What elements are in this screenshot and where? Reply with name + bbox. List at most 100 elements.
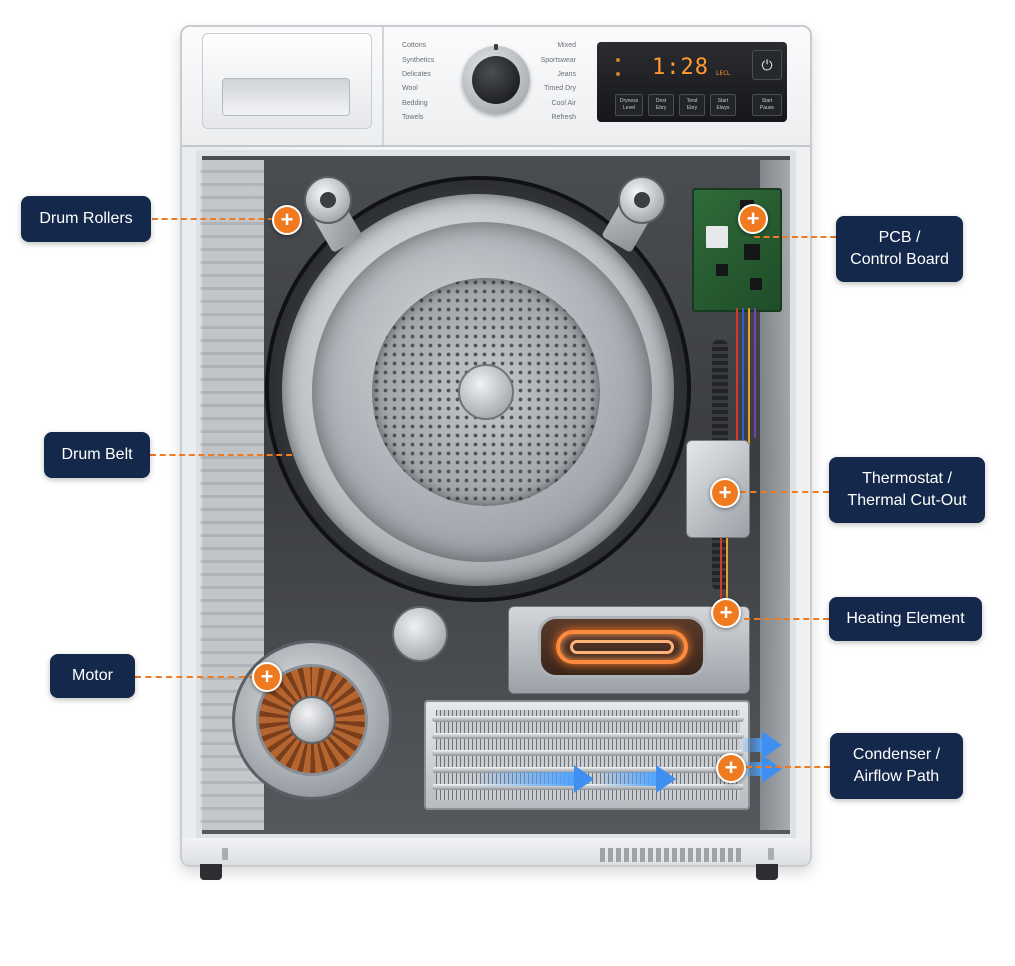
program-label-right: Timed Dry: [543, 85, 576, 92]
drum-belt: [265, 176, 691, 602]
airflow-arrow: [740, 738, 764, 752]
program-label-right: Refresh: [551, 114, 576, 121]
button-line: Level: [623, 105, 635, 111]
condenser-tube: [432, 750, 744, 756]
leader-line: [744, 618, 829, 620]
airflow-arrow-head: [656, 765, 676, 793]
dryness-level-button[interactable]: Dryness Level: [615, 94, 643, 116]
motor-shaft: [288, 696, 336, 744]
button-line: Elwys: [716, 105, 730, 111]
button-line: Dest: [655, 98, 667, 104]
power-button[interactable]: ⏻: [752, 50, 782, 80]
airflow-arrow: [476, 772, 576, 786]
airflow-arrow: [596, 772, 658, 786]
button-line: Ebry: [655, 105, 667, 111]
airflow-arrow-head: [762, 755, 782, 783]
wire: [742, 308, 744, 448]
panel-button-4[interactable]: Start Elwys: [710, 94, 736, 116]
condenser-tube: [432, 716, 744, 722]
start-pause-button[interactable]: Start Pause: [752, 94, 782, 116]
condenser-tube: [432, 733, 744, 739]
label-text: Control Board: [850, 251, 949, 268]
label-thermostat: Thermostat / Thermal Cut-Out: [829, 457, 985, 523]
label-condenser: Condenser / Airflow Path: [830, 733, 963, 799]
panel-button-3[interactable]: Tend Ebry: [679, 94, 705, 116]
leader-line: [754, 236, 836, 238]
leader-line: [150, 454, 292, 456]
program-label-left: Synthetics: [402, 57, 435, 64]
wire: [736, 308, 738, 458]
program-label-right: Jeans: [557, 71, 576, 78]
program-label-right: Mixed: [557, 42, 576, 49]
panel-divider: [382, 27, 384, 145]
label-text: Thermostat /: [862, 470, 952, 487]
drum-hub: [458, 364, 514, 420]
label-text: PCB /: [878, 229, 921, 246]
pcb-chip: [716, 264, 728, 276]
panel-button-2[interactable]: Dest Ebry: [648, 94, 674, 116]
pcb-chip: [706, 226, 728, 248]
display-status-text: LECL: [716, 70, 731, 77]
label-text: Heating Element: [846, 610, 965, 627]
label-text: Condenser /: [852, 746, 941, 763]
button-line: Tend: [686, 98, 698, 104]
plus-marker-thermostat[interactable]: +: [710, 478, 740, 508]
pcb-chip: [750, 278, 762, 290]
plus-marker-motor[interactable]: +: [252, 662, 282, 692]
control-board: [692, 188, 782, 312]
display-indicator-dot: [616, 72, 620, 76]
program-label-left: Bedding: [402, 100, 428, 107]
leader-line: [746, 766, 830, 768]
idler-pulley: [392, 606, 448, 662]
program-label-left: Wool: [402, 85, 418, 92]
wire: [726, 536, 728, 606]
wire: [748, 308, 750, 468]
button-line: Start: [717, 98, 729, 104]
power-icon: ⏻: [761, 57, 773, 73]
airflow-arrow-head: [762, 731, 782, 759]
label-heating-element: Heating Element: [829, 597, 982, 641]
leader-line: [152, 218, 274, 220]
roller-axle: [634, 192, 650, 208]
pcb-chip: [744, 244, 760, 260]
program-label-left: Cottons: [402, 42, 427, 49]
button-line: Ebry: [686, 105, 698, 111]
label-drum-belt: Drum Belt: [44, 432, 150, 478]
leader-line: [740, 491, 829, 493]
wire: [754, 308, 756, 438]
display-time: 1:28: [652, 55, 709, 80]
label-motor: Motor: [50, 654, 135, 698]
dial-indicator: [494, 44, 498, 50]
airflow-arrow-head: [574, 765, 594, 793]
roller-axle: [320, 192, 336, 208]
program-label-left: Delicates: [402, 71, 431, 78]
label-text: Drum Belt: [61, 446, 133, 463]
vent-grille: [600, 848, 744, 862]
plus-marker-drum-rollers[interactable]: +: [272, 205, 302, 235]
button-line: Dryness: [619, 98, 639, 104]
label-text: Airflow Path: [853, 768, 940, 785]
label-drum-rollers: Drum Rollers: [21, 196, 151, 242]
plus-marker-heating-element[interactable]: +: [711, 598, 741, 628]
program-dial-knob[interactable]: [472, 56, 520, 104]
dryer-foot: [756, 864, 778, 880]
wire: [720, 536, 722, 606]
label-text: Drum Rollers: [39, 210, 133, 227]
plus-marker-pcb[interactable]: +: [738, 204, 768, 234]
airflow-arrow: [740, 762, 764, 776]
dryer-foot: [200, 864, 222, 880]
heating-coil: [556, 630, 688, 664]
label-text: Motor: [72, 667, 113, 684]
label-text: Thermal Cut-Out: [847, 492, 967, 509]
leader-line: [135, 676, 255, 678]
button-line: Pause: [759, 105, 775, 111]
base-slot: [222, 848, 228, 860]
program-label-left: Towels: [402, 114, 424, 121]
heating-coil-inner: [570, 640, 674, 654]
drawer-handle: [222, 78, 350, 116]
base-slot: [768, 848, 774, 860]
display-indicator-dot: [616, 58, 620, 62]
plus-marker-condenser[interactable]: +: [716, 753, 746, 783]
button-line: Start: [761, 98, 773, 104]
